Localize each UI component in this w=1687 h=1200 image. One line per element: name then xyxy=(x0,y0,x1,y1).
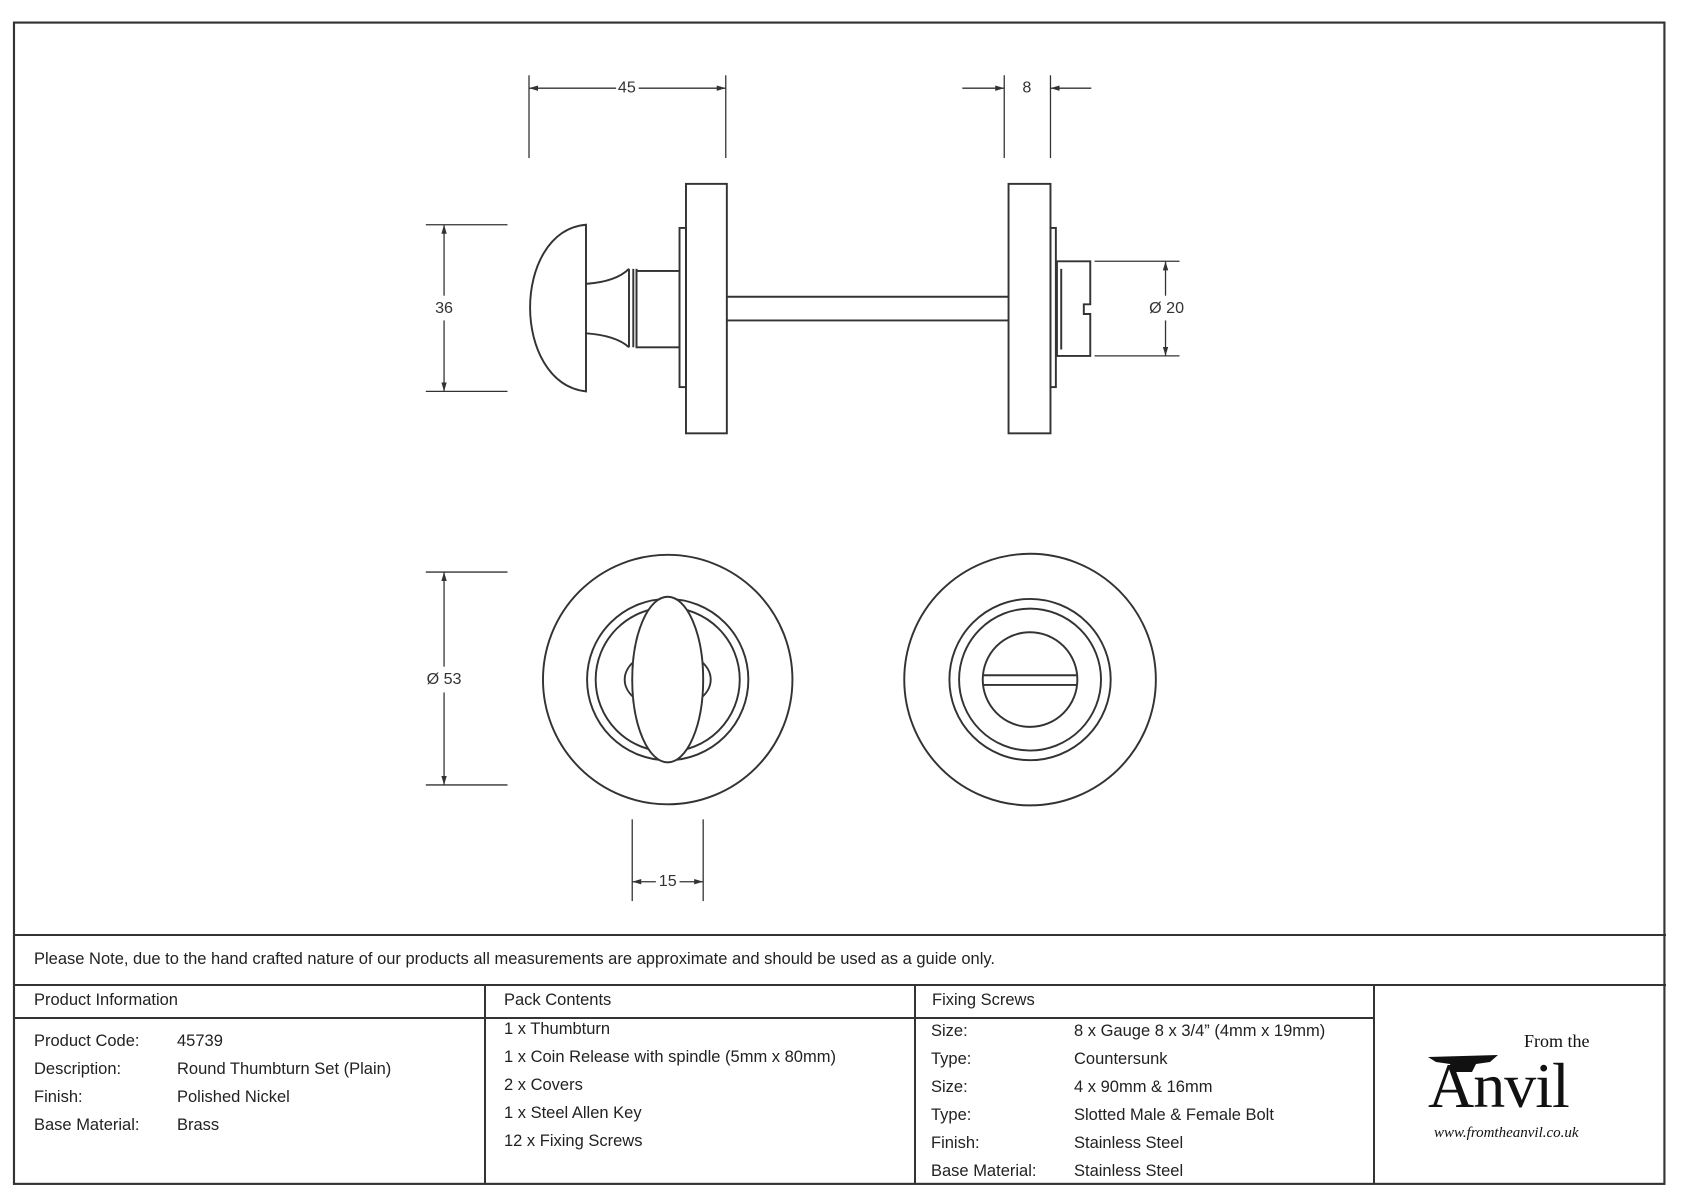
bolt-type-value: Slotted Male & Female Bolt xyxy=(1074,1106,1274,1124)
column-divider xyxy=(484,984,486,1184)
finish-value: Polished Nickel xyxy=(177,1088,290,1106)
column-divider xyxy=(1373,984,1375,1184)
dim-release-diameter: Ø 20 xyxy=(1149,299,1184,317)
list-item: 1 x Thumbturn xyxy=(504,1020,611,1038)
logo-from-the: From the xyxy=(1524,1031,1590,1051)
screw-type-value: Countersunk xyxy=(1074,1050,1168,1068)
list-item: 1 x Coin Release with spindle (5mm x 80m… xyxy=(504,1048,836,1066)
dim-rose-thickness: 8 xyxy=(1022,78,1031,96)
pack-contents-heading: Pack Contents xyxy=(504,991,612,1009)
logo-url: www.fromtheanvil.co.uk xyxy=(1434,1125,1579,1141)
base-material-label: Base Material: xyxy=(34,1116,140,1134)
product-information-heading: Product Information xyxy=(34,991,178,1009)
finish-label: Finish: xyxy=(34,1088,83,1106)
note-row-top-line xyxy=(14,934,1666,936)
list-item: 1 x Steel Allen Key xyxy=(504,1104,642,1122)
description-label: Description: xyxy=(34,1060,122,1078)
header-row-bottom-line xyxy=(14,1017,1373,1019)
screw-type-label: Type: xyxy=(931,1050,972,1068)
screw-size-label: Size: xyxy=(931,1022,968,1040)
list-item: 2 x Covers xyxy=(504,1076,583,1094)
list-item: 12 x Fixing Screws xyxy=(504,1132,643,1150)
product-code-label: Product Code: xyxy=(34,1032,140,1050)
header-row-top-line xyxy=(14,984,1666,986)
coin-release-side-view xyxy=(1007,182,1092,435)
screw-finish-value: Stainless Steel xyxy=(1074,1134,1184,1152)
screw-finish-label: Finish: xyxy=(931,1134,980,1152)
coin-release-front-view xyxy=(903,552,1157,807)
dim-knob-depth: 45 xyxy=(618,78,636,96)
column-divider xyxy=(914,984,916,1184)
outer-frame xyxy=(12,21,1666,1185)
thumbturn-side-view xyxy=(529,182,728,435)
screw-base-material-label: Base Material: xyxy=(931,1162,1037,1180)
thumbturn-front-view xyxy=(542,553,794,806)
bolt-size-value: 4 x 90mm & 16mm xyxy=(1074,1078,1213,1096)
bolt-type-label: Type: xyxy=(931,1106,972,1124)
brand-logo: From the Anvil www.fromtheanvil.co.uk xyxy=(1420,1030,1640,1170)
fixing-screws-heading: Fixing Screws xyxy=(932,991,1035,1009)
dim-knob-height: 36 xyxy=(435,299,453,317)
anvil-icon xyxy=(1428,1055,1498,1072)
screw-size-value: 8 x Gauge 8 x 3/4” (4mm x 19mm) xyxy=(1074,1022,1326,1040)
logo-anvil: Anvil xyxy=(1428,1050,1570,1121)
product-code-value: 45739 xyxy=(177,1032,223,1050)
description-value: Round Thumbturn Set (Plain) xyxy=(177,1060,392,1078)
dim-rose-diameter: Ø 53 xyxy=(427,670,462,688)
dim-turn-width: 15 xyxy=(659,872,677,890)
screw-base-material-value: Stainless Steel xyxy=(1074,1162,1184,1180)
disclaimer-note: Please Note, due to the hand crafted nat… xyxy=(34,950,995,968)
spindle xyxy=(726,295,1009,322)
base-material-value: Brass xyxy=(177,1116,220,1134)
bolt-size-label: Size: xyxy=(931,1078,968,1096)
